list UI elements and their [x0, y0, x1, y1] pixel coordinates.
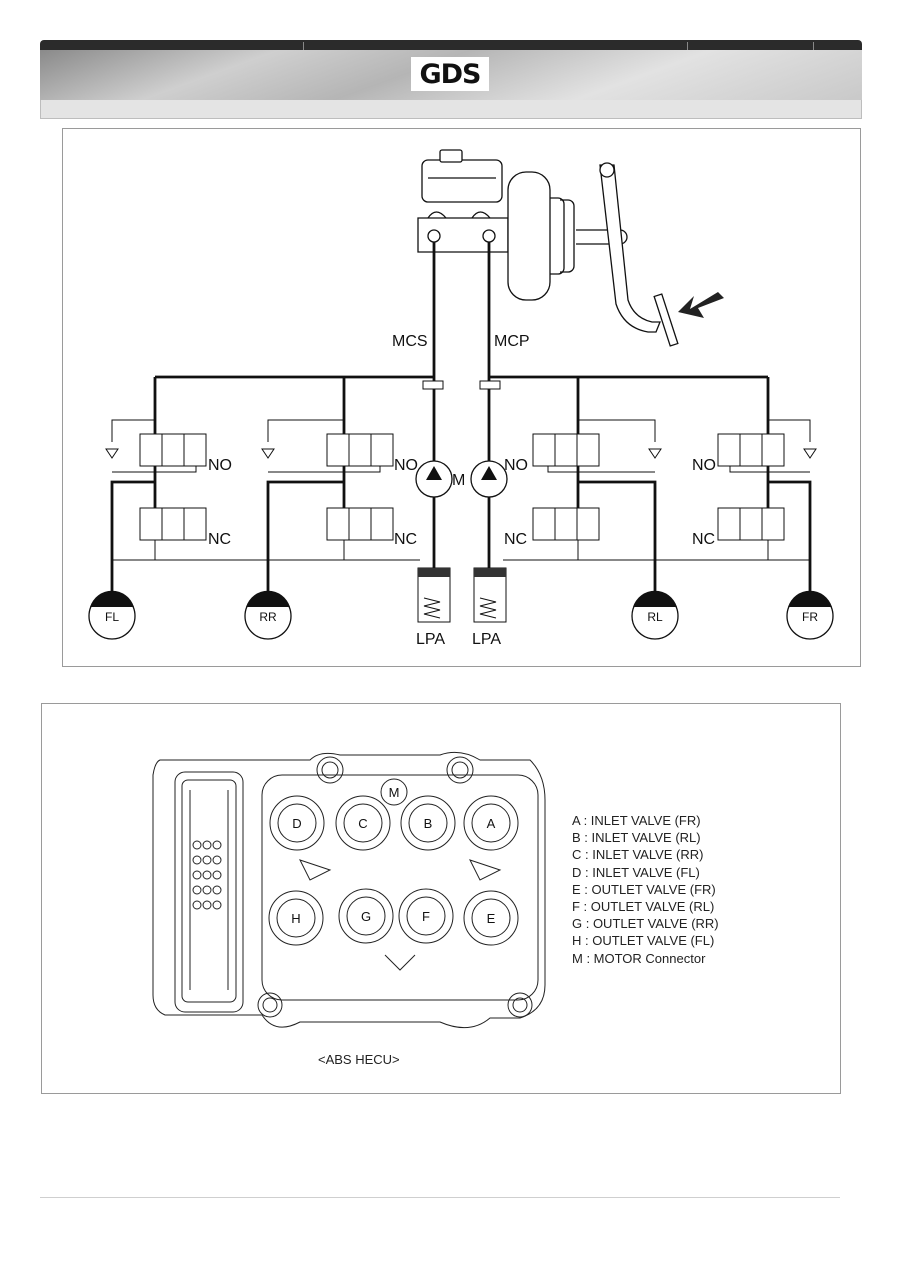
- wheel-label-rr: RR: [259, 610, 277, 624]
- brake-pedal: [599, 164, 661, 333]
- hecu-legend: A : INLET VALVE (FR) B : INLET VALVE (RL…: [572, 812, 719, 967]
- port-label-m: M: [389, 785, 400, 800]
- mcp-label: MCP: [494, 333, 530, 350]
- nc-label: NC: [208, 531, 231, 548]
- port-label-b: B: [424, 816, 433, 831]
- port-label-g: G: [361, 909, 371, 924]
- port-label-c: C: [358, 816, 367, 831]
- pedal-force-arrow: [678, 292, 724, 318]
- legend-item: G : OUTLET VALVE (RR): [572, 916, 719, 932]
- port-m: [380, 778, 408, 806]
- legend-item: M : MOTOR Connector: [572, 950, 706, 966]
- motor-label: M: [452, 472, 465, 489]
- nc-label: NC: [692, 531, 715, 548]
- no-label: NO: [394, 457, 418, 474]
- legend-item: F : OUTLET VALVE (RL): [572, 899, 715, 915]
- hecu-diagram: A B C D E F G H M: [152, 751, 546, 1029]
- lpa-label: LPA: [472, 631, 501, 648]
- hydraulic-diagram: MCS MCP NO NO NO NO NC NC NC NC M LPA LP…: [88, 149, 834, 648]
- hecu-caption: <ABS HECU>: [318, 1052, 400, 1067]
- wheel-label-rl: RL: [647, 610, 663, 624]
- header-top-bar: [40, 40, 862, 50]
- port-label-a: A: [487, 816, 496, 831]
- lpa-label: LPA: [416, 631, 445, 648]
- port-label-f: F: [422, 909, 430, 924]
- reservoir-cap: [439, 149, 463, 163]
- header-banner: GDS: [40, 40, 862, 120]
- legend-item: D : INLET VALVE (FL): [572, 864, 700, 880]
- legend-item: H : OUTLET VALVE (FL): [572, 933, 715, 949]
- no-label: NO: [504, 457, 528, 474]
- no-label: NO: [692, 457, 716, 474]
- wheel-label-fr: FR: [802, 610, 818, 624]
- header-strip: [40, 100, 862, 119]
- legend-item: C : INLET VALVE (RR): [572, 847, 704, 863]
- legend-item: A : INLET VALVE (FR): [572, 813, 701, 828]
- connector-block: [174, 771, 244, 1013]
- mcs-label: MCS: [392, 333, 428, 350]
- brake-booster: [507, 171, 551, 301]
- legend-item: B : INLET VALVE (RL): [572, 830, 701, 846]
- footer-divider: [40, 1197, 840, 1198]
- nc-label: NC: [394, 531, 417, 548]
- wheel-label-fl: FL: [105, 610, 119, 624]
- nc-label: NC: [504, 531, 527, 548]
- hecu-outline: [152, 751, 546, 1029]
- port-label-h: H: [291, 911, 300, 926]
- legend-item: E : OUTLET VALVE (FR): [572, 881, 716, 897]
- no-label: NO: [208, 457, 232, 474]
- gds-logo: GDS: [411, 57, 489, 91]
- port-label-e: E: [487, 911, 496, 926]
- port-label-d: D: [292, 816, 301, 831]
